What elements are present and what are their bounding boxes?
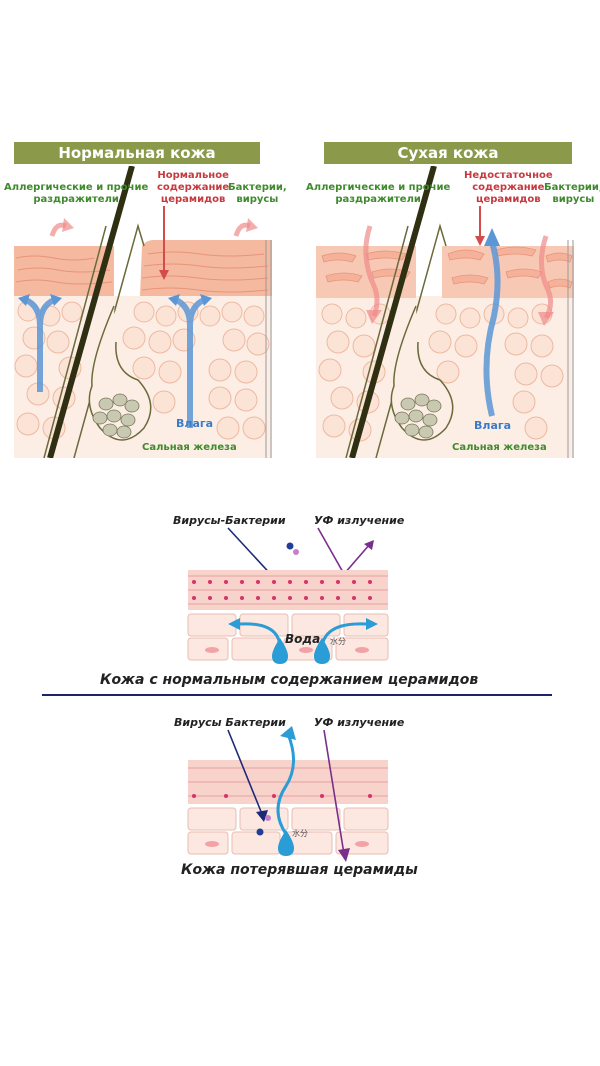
lost-virus-label: Вирусы Бактерии — [174, 716, 286, 729]
normal-ceramide-diagram — [187, 527, 389, 664]
section-divider — [42, 694, 552, 696]
normal-gland-label: Сальная железа — [142, 442, 237, 453]
normal-bacteria-label: Бактерии, вирусы — [228, 182, 287, 205]
dry-ceramides-label: Недостаточное содержание церамидов — [464, 170, 553, 205]
normal-water-label: Вода — [285, 632, 321, 646]
normal-water-cn-label: 水分 — [330, 637, 346, 646]
normal-ceramide-caption: Кожа с нормальным содержанием церамидов — [100, 672, 479, 688]
normal-skin-title: Нормальная кожа — [14, 142, 260, 164]
dry-skin-title: Сухая кожа — [324, 142, 572, 164]
dry-bacteria-label: Бактерии, вирусы — [544, 182, 600, 205]
dry-skin-illustration — [316, 166, 574, 458]
lost-water-cn-label: 水分 — [292, 829, 308, 838]
virus-icon — [256, 815, 271, 836]
normal-virus-label: Вирусы-Бактерии — [173, 514, 286, 527]
normal-moisture-label: Влага — [176, 417, 214, 430]
dry-gland-label: Сальная железа — [452, 442, 547, 453]
lost-uv-label: УФ излучение — [314, 716, 405, 729]
dry-allergens-label: Аллергические и прочие раздражители — [306, 182, 451, 205]
dry-moisture-label: Влага — [474, 419, 512, 432]
normal-uv-label: УФ излучение — [314, 514, 405, 527]
normal-ceramides-label: Нормальное содержание церамидов — [157, 170, 230, 205]
virus-icon — [286, 542, 299, 555]
normal-allergens-label: Аллергические и прочие раздражители — [4, 182, 149, 205]
lost-ceramide-caption: Кожа потерявшая церамиды — [181, 862, 418, 878]
lost-ceramide-diagram — [187, 726, 389, 862]
normal-skin-illustration — [14, 166, 272, 458]
